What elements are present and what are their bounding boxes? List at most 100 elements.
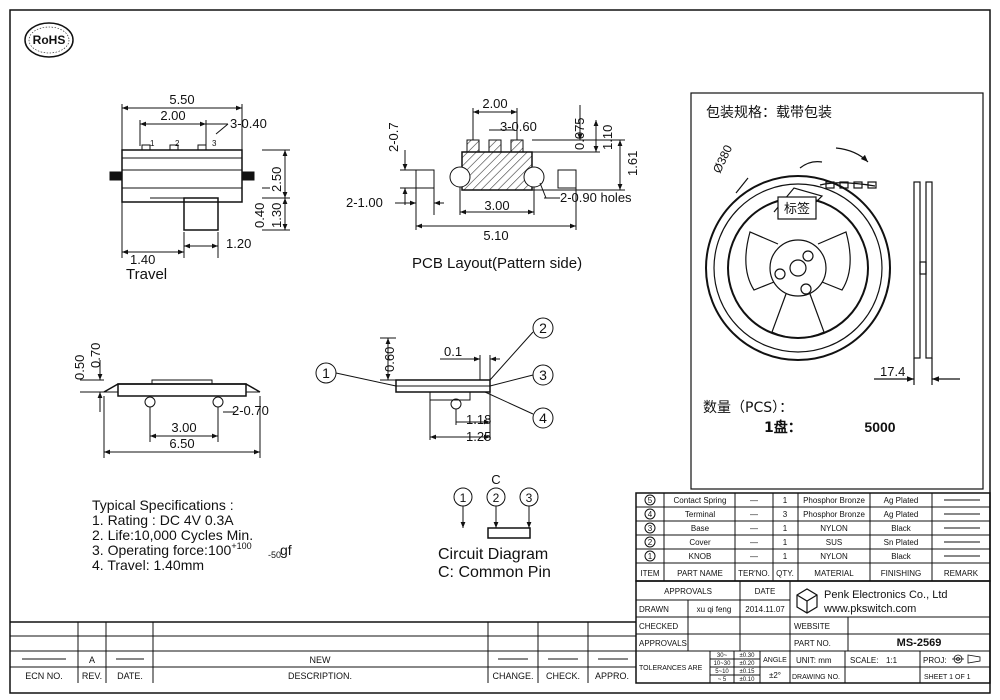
dim-1-30: 1.30 bbox=[269, 203, 284, 228]
bom-finish: Ag Plated bbox=[884, 496, 919, 505]
bom-header-name: PART NAME bbox=[677, 569, 723, 578]
rev-new: NEW bbox=[310, 655, 332, 665]
sv-dim-1-25: 1.25 bbox=[466, 429, 491, 444]
rohs-logo: RoHS bbox=[24, 22, 74, 58]
tb-tolerances: TOLERANCES ARE bbox=[639, 665, 703, 672]
bom-qty: 3 bbox=[783, 510, 788, 519]
bom-row-5: 5 Contact Spring — 1 Phosphor Bronze Ag … bbox=[648, 496, 919, 505]
callout-2: 2 bbox=[539, 320, 547, 336]
circuit-title: Circuit Diagram bbox=[438, 546, 548, 563]
bom-row-2: 2 Cover — 1 SUS Sn Plated bbox=[648, 538, 919, 547]
fv-dim-6-50: 6.50 bbox=[169, 436, 194, 451]
tb-checked: CHECKED bbox=[639, 622, 678, 631]
circuit-pin-3: 3 bbox=[526, 491, 533, 505]
tb-tol-r4a: ~ 5 bbox=[718, 677, 727, 683]
tb-scale: SCALE: bbox=[850, 656, 878, 665]
sv-dim-0-1: 0.1 bbox=[444, 344, 462, 359]
bom-header-remark: REMARK bbox=[944, 569, 979, 578]
fv-dim-3-00: 3.00 bbox=[171, 420, 196, 435]
projection-symbol-icon bbox=[952, 654, 981, 664]
rev-desc-header: DESCRIPTION. bbox=[288, 671, 352, 681]
bom-item-circles bbox=[644, 494, 656, 562]
tb-drawn: DRAWN bbox=[639, 605, 669, 614]
tb-tol-r2b: ±0.20 bbox=[740, 661, 756, 667]
bom-item: 5 bbox=[648, 496, 653, 505]
spec-line-3: 3. Operating force:100+100 bbox=[92, 541, 252, 558]
bom-qty: 1 bbox=[783, 524, 788, 533]
tb-tol-r3a: 5~10 bbox=[715, 669, 729, 675]
circuit-pin-1: 1 bbox=[460, 491, 467, 505]
spec-line-4: 4. Travel: 1.40mm bbox=[92, 557, 204, 573]
packaging-panel: 包装规格：载带包装 bbox=[690, 92, 984, 490]
typical-specifications: Typical Specifications : 1. Rating : DC … bbox=[92, 497, 292, 573]
spec-title: Typical Specifications : bbox=[92, 497, 234, 513]
tb-part-no-label: PART NO. bbox=[794, 639, 831, 648]
tb-website-url: www.pkswitch.com bbox=[823, 603, 916, 615]
rev-change-header: CHANGE. bbox=[492, 671, 533, 681]
tb-proj: PROJ: bbox=[923, 656, 947, 665]
pcb-dim-2-100: 2-1.00 bbox=[346, 195, 383, 210]
circuit-c: C bbox=[491, 472, 500, 487]
spec-line-3-unit: gf bbox=[280, 542, 292, 558]
tb-drawn-date: 2014.11.07 bbox=[745, 605, 785, 614]
tb-tol-r2a: 10~30 bbox=[714, 661, 732, 667]
bom-header-material: MATERIAL bbox=[814, 569, 854, 578]
bom-part-name: Contact Spring bbox=[674, 496, 727, 505]
bom-item: 3 bbox=[648, 524, 653, 533]
spec-line-1: 1. Rating : DC 4V 0.3A bbox=[92, 512, 234, 528]
pin-1-label: 1 bbox=[150, 139, 155, 148]
sv-dim-0-60: 0.60 bbox=[382, 347, 397, 372]
callout-3: 3 bbox=[539, 367, 547, 383]
rev-rev-header: REV. bbox=[82, 671, 102, 681]
pcb-dim-2-07: 2-0.7 bbox=[386, 122, 401, 152]
bom-qty: 1 bbox=[783, 538, 788, 547]
rev-ecn-header: ECN NO. bbox=[25, 671, 63, 681]
bom-table bbox=[635, 492, 991, 582]
per-reel-label: 1盘： bbox=[764, 419, 802, 436]
tb-angle: ANGLE bbox=[763, 657, 787, 664]
tb-sheet: SHEET 1 OF 1 bbox=[924, 674, 971, 681]
qty-label: 数量（PCS）： bbox=[703, 400, 793, 416]
bom-material: SUS bbox=[826, 538, 842, 547]
dim-1-20-travel: 1.20 bbox=[226, 236, 251, 251]
bom-header-finish: FINISHING bbox=[881, 569, 921, 578]
rohs-text: RoHS bbox=[33, 33, 66, 47]
tb-drawn-by: xu qi feng bbox=[697, 605, 732, 614]
revision-block bbox=[10, 621, 636, 683]
packaging-title: 包装规格：载带包装 bbox=[706, 105, 832, 121]
rev-a: A bbox=[89, 655, 95, 665]
bom-part-name: Terminal bbox=[685, 510, 715, 519]
pcb-dim-2-090: 2-0.90 holes bbox=[560, 190, 632, 205]
bom-row-3: 3 Base — 1 NYLON Black bbox=[648, 524, 912, 533]
circuit-pin-2: 2 bbox=[493, 491, 500, 505]
penk-logo bbox=[796, 588, 818, 614]
pcb-dim-0-075: 0.075 bbox=[572, 117, 587, 150]
bom-ter: — bbox=[750, 552, 758, 561]
bom-material: Phosphor Bronze bbox=[803, 510, 865, 519]
bom-part-name: Base bbox=[691, 524, 710, 533]
dim-0-40: 0.40 bbox=[252, 203, 267, 228]
tb-company: Penk Electronics Co., Ltd bbox=[824, 589, 948, 601]
fv-dim-2-070: 2-0.70 bbox=[232, 403, 269, 418]
callout-1: 1 bbox=[322, 365, 330, 381]
bom-part-name: KNOB bbox=[689, 552, 712, 561]
bom-finish: Black bbox=[891, 524, 912, 533]
bom-ter: — bbox=[750, 524, 758, 533]
bom-part-name: Cover bbox=[689, 538, 711, 547]
sv-dim-1-18: 1.18 bbox=[466, 412, 491, 427]
bom-finish: Black bbox=[891, 552, 912, 561]
reel-label: 标签 bbox=[784, 201, 810, 217]
pcb-dim-2-00: 2.00 bbox=[482, 96, 507, 111]
tb-scale-val: 1:1 bbox=[886, 656, 898, 665]
tb-part-no: MS-2569 bbox=[897, 637, 942, 649]
tb-tol-r3b: ±0.15 bbox=[740, 669, 756, 675]
pcb-dim-5-10: 5.10 bbox=[483, 228, 508, 243]
pcb-title: PCB Layout(Pattern side) bbox=[412, 255, 582, 272]
bom-row-4: 4 Terminal — 3 Phosphor Bronze Ag Plated bbox=[648, 510, 919, 519]
bom-item: 2 bbox=[648, 538, 653, 547]
dim-2-00-top: 2.00 bbox=[160, 108, 185, 123]
tb-tol-r1a: 30~ bbox=[717, 653, 728, 659]
tb-tol-r4b: ±0.10 bbox=[740, 677, 756, 683]
bom-finish: Ag Plated bbox=[884, 510, 919, 519]
